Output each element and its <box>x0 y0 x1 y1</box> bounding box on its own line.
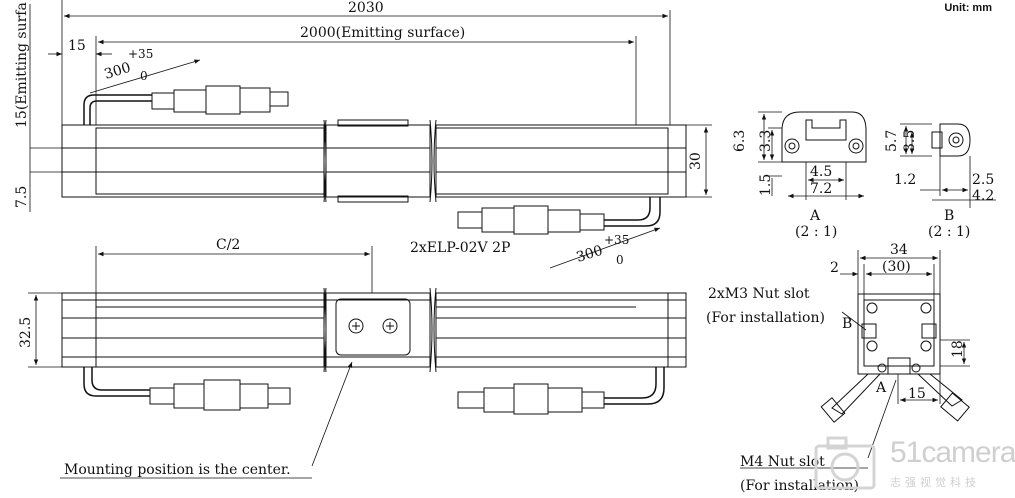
detail-a-6-3: 6.3 <box>732 130 748 152</box>
end-view-15: 15 <box>908 386 926 402</box>
front-view <box>61 85 687 235</box>
detail-b-dims <box>900 123 996 208</box>
dim-cable-300-bottom: 300 <box>574 243 604 266</box>
detail-a-label: A <box>809 208 821 224</box>
detail-b-scale: (2 : 1) <box>928 224 970 240</box>
detail-b-3-5: 3.5 <box>902 130 918 152</box>
dim-height-30: 30 <box>688 152 704 170</box>
dim-7-5: 7.5 <box>14 186 30 208</box>
connector-label: 2xELP-02V 2P <box>410 240 510 256</box>
detail-a-3-3: 3.3 <box>758 130 774 152</box>
detail-b-1-2: 1.2 <box>894 172 916 188</box>
bottom-dimensions <box>28 246 373 479</box>
unit-label: Unit: mm <box>944 2 992 14</box>
front-dimensions <box>29 0 712 269</box>
dim-emitting-15: 15(Emitting surfa <box>14 2 30 128</box>
end-view-18: 18 <box>950 340 966 358</box>
detail-a-1-5: 1.5 <box>758 174 774 196</box>
dim-cable-300-top: 300 <box>102 60 132 83</box>
bottom-view <box>61 287 687 415</box>
m3-slot-label: 2xM3 Nut slot <box>708 286 810 302</box>
end-view-30: (30) <box>882 259 911 275</box>
m4-slot-sub: (For installation) <box>740 478 859 494</box>
detail-b-5-7: 5.7 <box>884 130 900 152</box>
dim-total-length: 2030 <box>348 0 384 16</box>
watermark: 51camera 志强视觉科技 <box>812 436 1015 492</box>
detail-b-2-5: 2.5 <box>972 172 994 188</box>
end-view-2: 2 <box>830 260 839 276</box>
dim-c-half: C/2 <box>216 237 240 253</box>
detail-b-profile <box>931 123 971 157</box>
callout-a: A <box>875 380 887 396</box>
m4-slot-label: M4 Nut slot <box>740 454 825 470</box>
watermark-text: 51camera <box>890 436 1015 469</box>
dim-emitting-length: 2000(Emitting surface) <box>300 25 465 41</box>
mounting-note: Mounting position is the center. <box>64 462 291 478</box>
detail-a-7-2: 7.2 <box>810 181 832 197</box>
dim-tol-plus-top: +35 <box>128 47 153 61</box>
dim-tol-zero-bottom: 0 <box>616 253 624 267</box>
camera-logo-icon <box>814 436 876 490</box>
dim-32-5: 32.5 <box>18 317 34 348</box>
dim-tol-plus-bottom: +35 <box>604 233 629 247</box>
end-view <box>820 293 970 423</box>
dim-tol-zero-top: 0 <box>140 69 148 83</box>
watermark-sub: 志强视觉科技 <box>890 476 980 489</box>
detail-b-label: B <box>944 208 954 224</box>
end-view-34: 34 <box>890 242 908 258</box>
dim-offset-15: 15 <box>68 38 86 54</box>
callout-b: B <box>842 316 852 332</box>
m3-slot-sub: (For installation) <box>706 310 825 326</box>
detail-a-profile <box>781 111 867 163</box>
detail-a-dims <box>758 111 864 200</box>
detail-a-4-5: 4.5 <box>810 164 832 180</box>
detail-a-scale: (2 : 1) <box>795 224 837 240</box>
detail-b-4-2: 4.2 <box>972 188 994 204</box>
